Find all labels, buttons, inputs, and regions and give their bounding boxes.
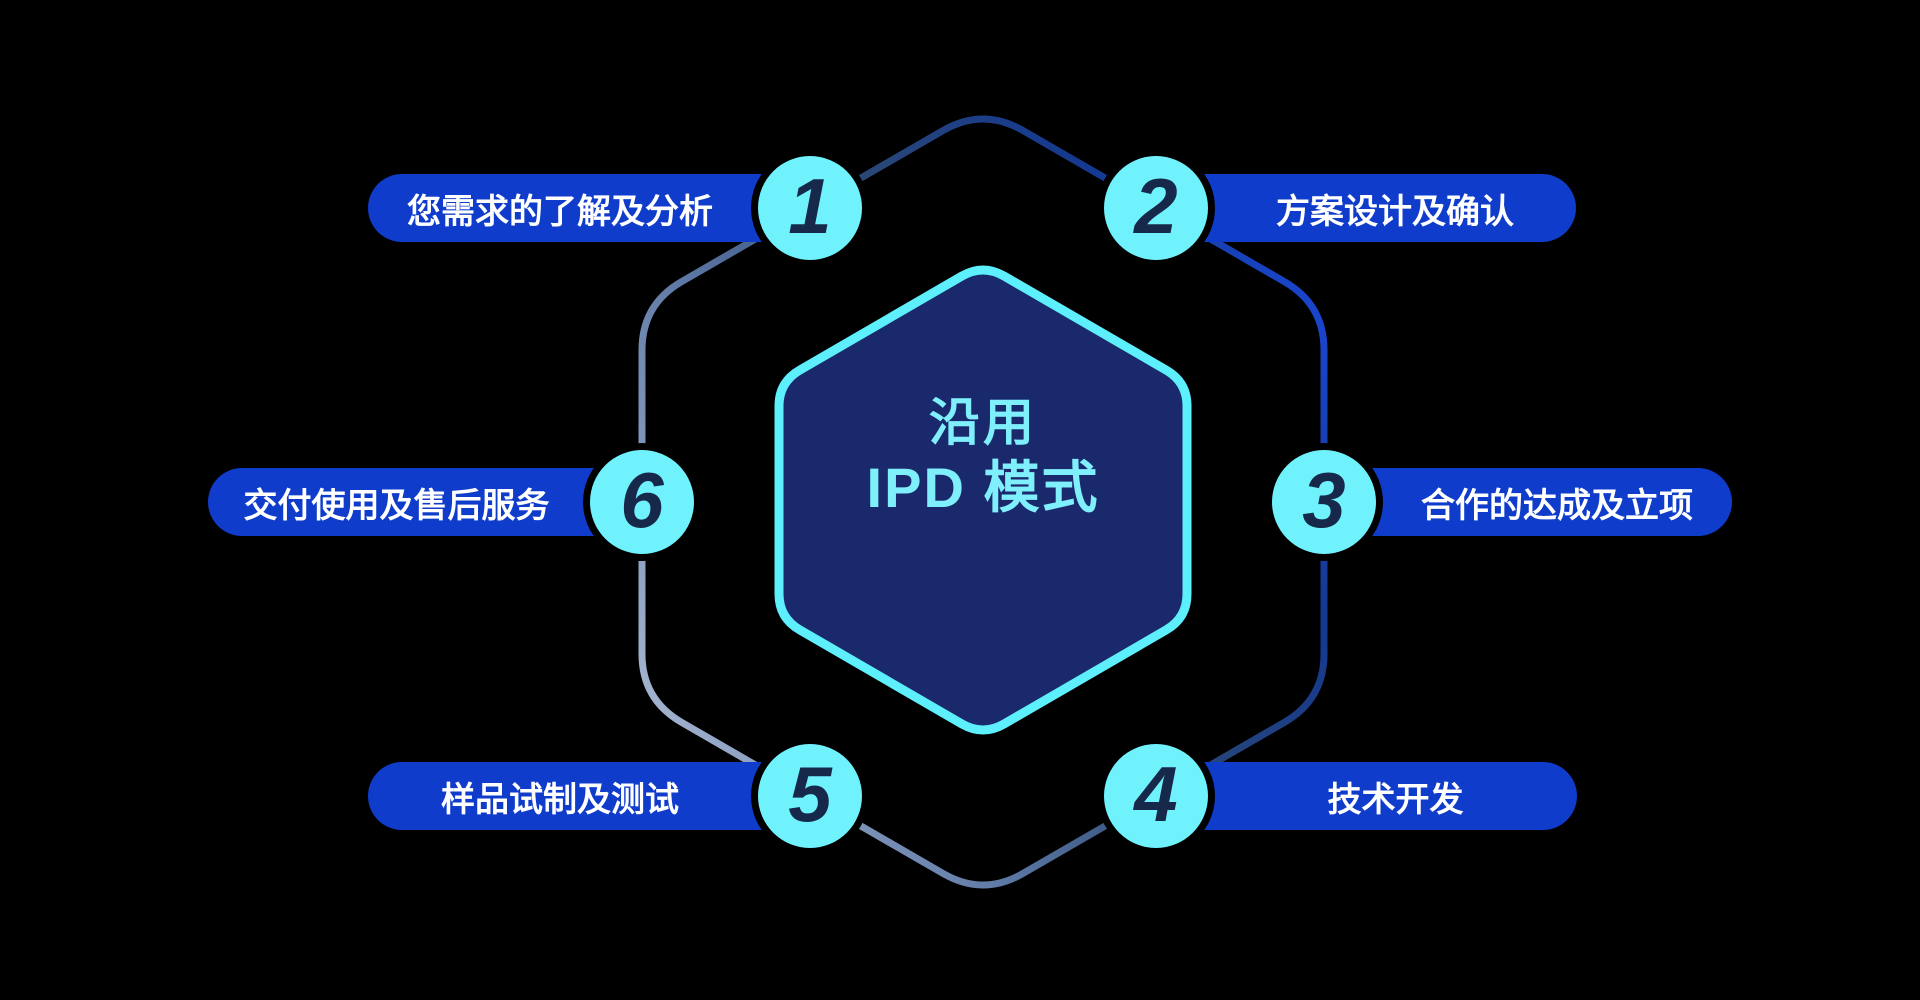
- step-badge-4: 4: [1104, 744, 1208, 848]
- step-number-6: 6: [620, 456, 664, 544]
- step-badge-2: 2: [1104, 156, 1208, 260]
- step-label-4: 技术开发: [1327, 780, 1464, 819]
- step-label-1: 您需求的了解及分析: [407, 192, 713, 231]
- step-number-3: 3: [1302, 456, 1346, 544]
- step-number-1: 1: [788, 162, 832, 250]
- center-title-line2: IPD 模式: [866, 456, 1100, 520]
- step-pill-4: 技术开发: [1154, 762, 1577, 830]
- step-badge-1: 1: [758, 156, 862, 260]
- step-badge-3: 3: [1272, 450, 1376, 554]
- step-pill-2: 方案设计及确认: [1154, 174, 1576, 242]
- step-badge-5: 5: [758, 744, 862, 848]
- center-title: 沿用 IPD 模式: [783, 392, 1183, 523]
- step-number-5: 5: [788, 750, 832, 838]
- step-pill-3: 合作的达成及立项: [1322, 468, 1732, 536]
- step-label-3: 合作的达成及立项: [1421, 486, 1693, 525]
- step-label-2: 方案设计及确认: [1276, 192, 1514, 231]
- step-badge-6: 6: [590, 450, 694, 554]
- step-number-4: 4: [1134, 750, 1178, 838]
- step-number-2: 2: [1134, 162, 1178, 250]
- center-title-line1: 沿用: [928, 394, 1037, 451]
- inner-hexagon: [774, 265, 1192, 735]
- step-label-5: 样品试制及测试: [441, 780, 679, 819]
- step-pill-6: 交付使用及售后服务: [208, 468, 645, 536]
- step-pill-5: 样品试制及测试: [368, 762, 812, 830]
- step-label-6: 交付使用及售后服务: [243, 486, 550, 525]
- step-pill-1: 您需求的了解及分析: [368, 174, 812, 242]
- outer-hexagon-outline: [638, 115, 1328, 889]
